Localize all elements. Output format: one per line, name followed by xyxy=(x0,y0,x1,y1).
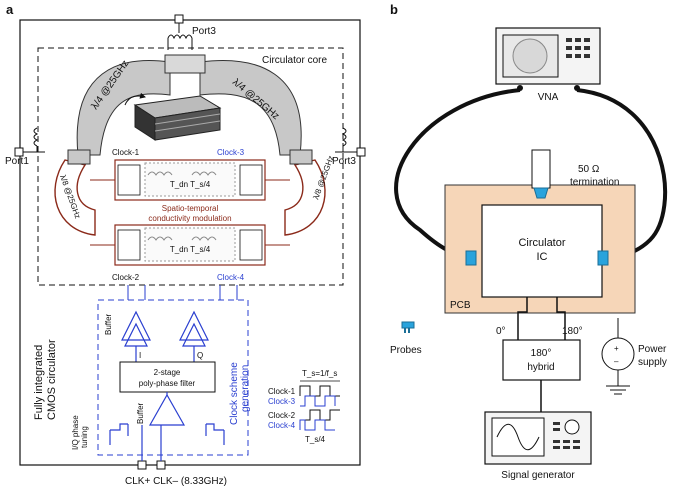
probe-left xyxy=(465,250,477,266)
side-label-line1: Fully integrated xyxy=(33,345,45,420)
tl-right-eighth xyxy=(284,159,326,236)
legend-clock3: Clock-3 xyxy=(268,397,296,406)
clk-plus-terminal xyxy=(137,460,147,470)
tl-right-eighth-label: λ/8 @25GHz xyxy=(311,154,335,200)
port-top-coil xyxy=(167,23,193,50)
hybrid-line2: hybrid xyxy=(527,362,554,373)
power-line1: Power xyxy=(638,344,667,355)
iq-tuning-line2: tuning xyxy=(80,426,89,448)
ppf-line1: 2-stage xyxy=(154,368,181,377)
probes-label: Probes xyxy=(390,345,422,356)
panel-b-label: b xyxy=(390,2,398,17)
circulator-core-title: Circulator core xyxy=(262,55,327,66)
clock-gen-line2: generation xyxy=(240,365,251,412)
top-buffers xyxy=(121,310,209,362)
legend-clock2: Clock-2 xyxy=(268,411,296,420)
probe-right xyxy=(597,250,609,266)
modulation-network xyxy=(90,159,290,266)
ts-formula: T_s=1/f_s xyxy=(302,369,337,378)
hybrid-box xyxy=(502,339,581,381)
legend-clock1: Clock-1 xyxy=(268,387,296,396)
timing-waveforms xyxy=(299,385,340,431)
clk-minus-terminal xyxy=(156,460,166,470)
delay-lower-label: T_dn T_s/4 xyxy=(170,245,211,254)
clock4-label: Clock-4 xyxy=(217,273,245,282)
ic-hybrid-lines xyxy=(517,297,566,340)
power-plus: + xyxy=(614,344,619,353)
ic-line2: IC xyxy=(537,251,548,263)
polyphase-filter-box xyxy=(119,361,216,393)
signal-generator-instrument xyxy=(484,411,592,465)
port1-label: Port1 xyxy=(5,156,29,167)
port3-top-terminal xyxy=(174,14,184,24)
clock2-label: Clock-2 xyxy=(112,273,140,282)
q-label: Q xyxy=(197,351,203,360)
power-line2: supply xyxy=(638,357,667,368)
ts-quarter-label: T_s/4 xyxy=(305,435,326,444)
deg0-label: 0° xyxy=(496,326,506,337)
side-label-line2: CMOS circulator xyxy=(46,339,58,420)
vna-label: VNA xyxy=(538,92,559,103)
pcb-label: PCB xyxy=(450,300,471,311)
termination-line2: termination xyxy=(570,177,619,188)
siggen-label: Signal generator xyxy=(501,470,575,481)
ic-line1: Circulator xyxy=(518,237,565,249)
modulation-line1: Spatio-temporal xyxy=(162,204,219,213)
power-supply-icon xyxy=(601,318,635,395)
power-minus: – xyxy=(614,357,619,366)
hybrid-line1: 180° xyxy=(531,348,552,359)
port1-connector xyxy=(67,149,91,165)
tl-junction xyxy=(164,54,206,74)
circulator-core-box xyxy=(37,47,344,286)
port3-right-label: Port3 xyxy=(332,156,356,167)
clock-generation-box xyxy=(97,299,249,456)
port3-right-coil xyxy=(335,127,357,153)
tl-left-eighth xyxy=(54,159,96,236)
port1-coil xyxy=(23,127,45,153)
clock-distribution-lines xyxy=(127,285,238,300)
clock1-label: Clock-1 xyxy=(112,148,140,157)
port3-top-label: Port3 xyxy=(192,26,216,37)
probes-legend-icon xyxy=(401,321,415,333)
termination-probe xyxy=(531,149,551,199)
circulator-ic xyxy=(481,204,603,298)
port1-terminal xyxy=(14,147,24,157)
modulation-line2: conductivity modulation xyxy=(148,214,231,223)
iq-tuning-line1: I/Q phase xyxy=(71,415,80,450)
clock-gen-line1: Clock scheme xyxy=(229,362,240,425)
ppf-line2: poly-phase filter xyxy=(139,379,196,388)
termination-line1: 50 Ω xyxy=(578,164,600,175)
legend-clock4: Clock-4 xyxy=(268,421,296,430)
panel-a-label: a xyxy=(6,2,14,17)
bottom-buffer xyxy=(109,392,225,461)
clk-input-label: CLK+ CLK– (8.33GHz) xyxy=(125,476,227,487)
delay-upper-label: T_dn T_s/4 xyxy=(170,180,211,189)
deg180-label: 180° xyxy=(562,326,583,337)
buffer-bottom-label: Buffer xyxy=(136,402,145,424)
port3-right-terminal xyxy=(356,147,366,157)
port3-connector xyxy=(289,149,313,165)
buffer-top-label: Buffer xyxy=(104,313,113,335)
i-label: I xyxy=(139,351,141,360)
chip-stack-image xyxy=(124,92,222,141)
clock3-label: Clock-3 xyxy=(217,148,245,157)
outer-frame xyxy=(19,19,361,466)
vna-instrument xyxy=(495,27,601,91)
